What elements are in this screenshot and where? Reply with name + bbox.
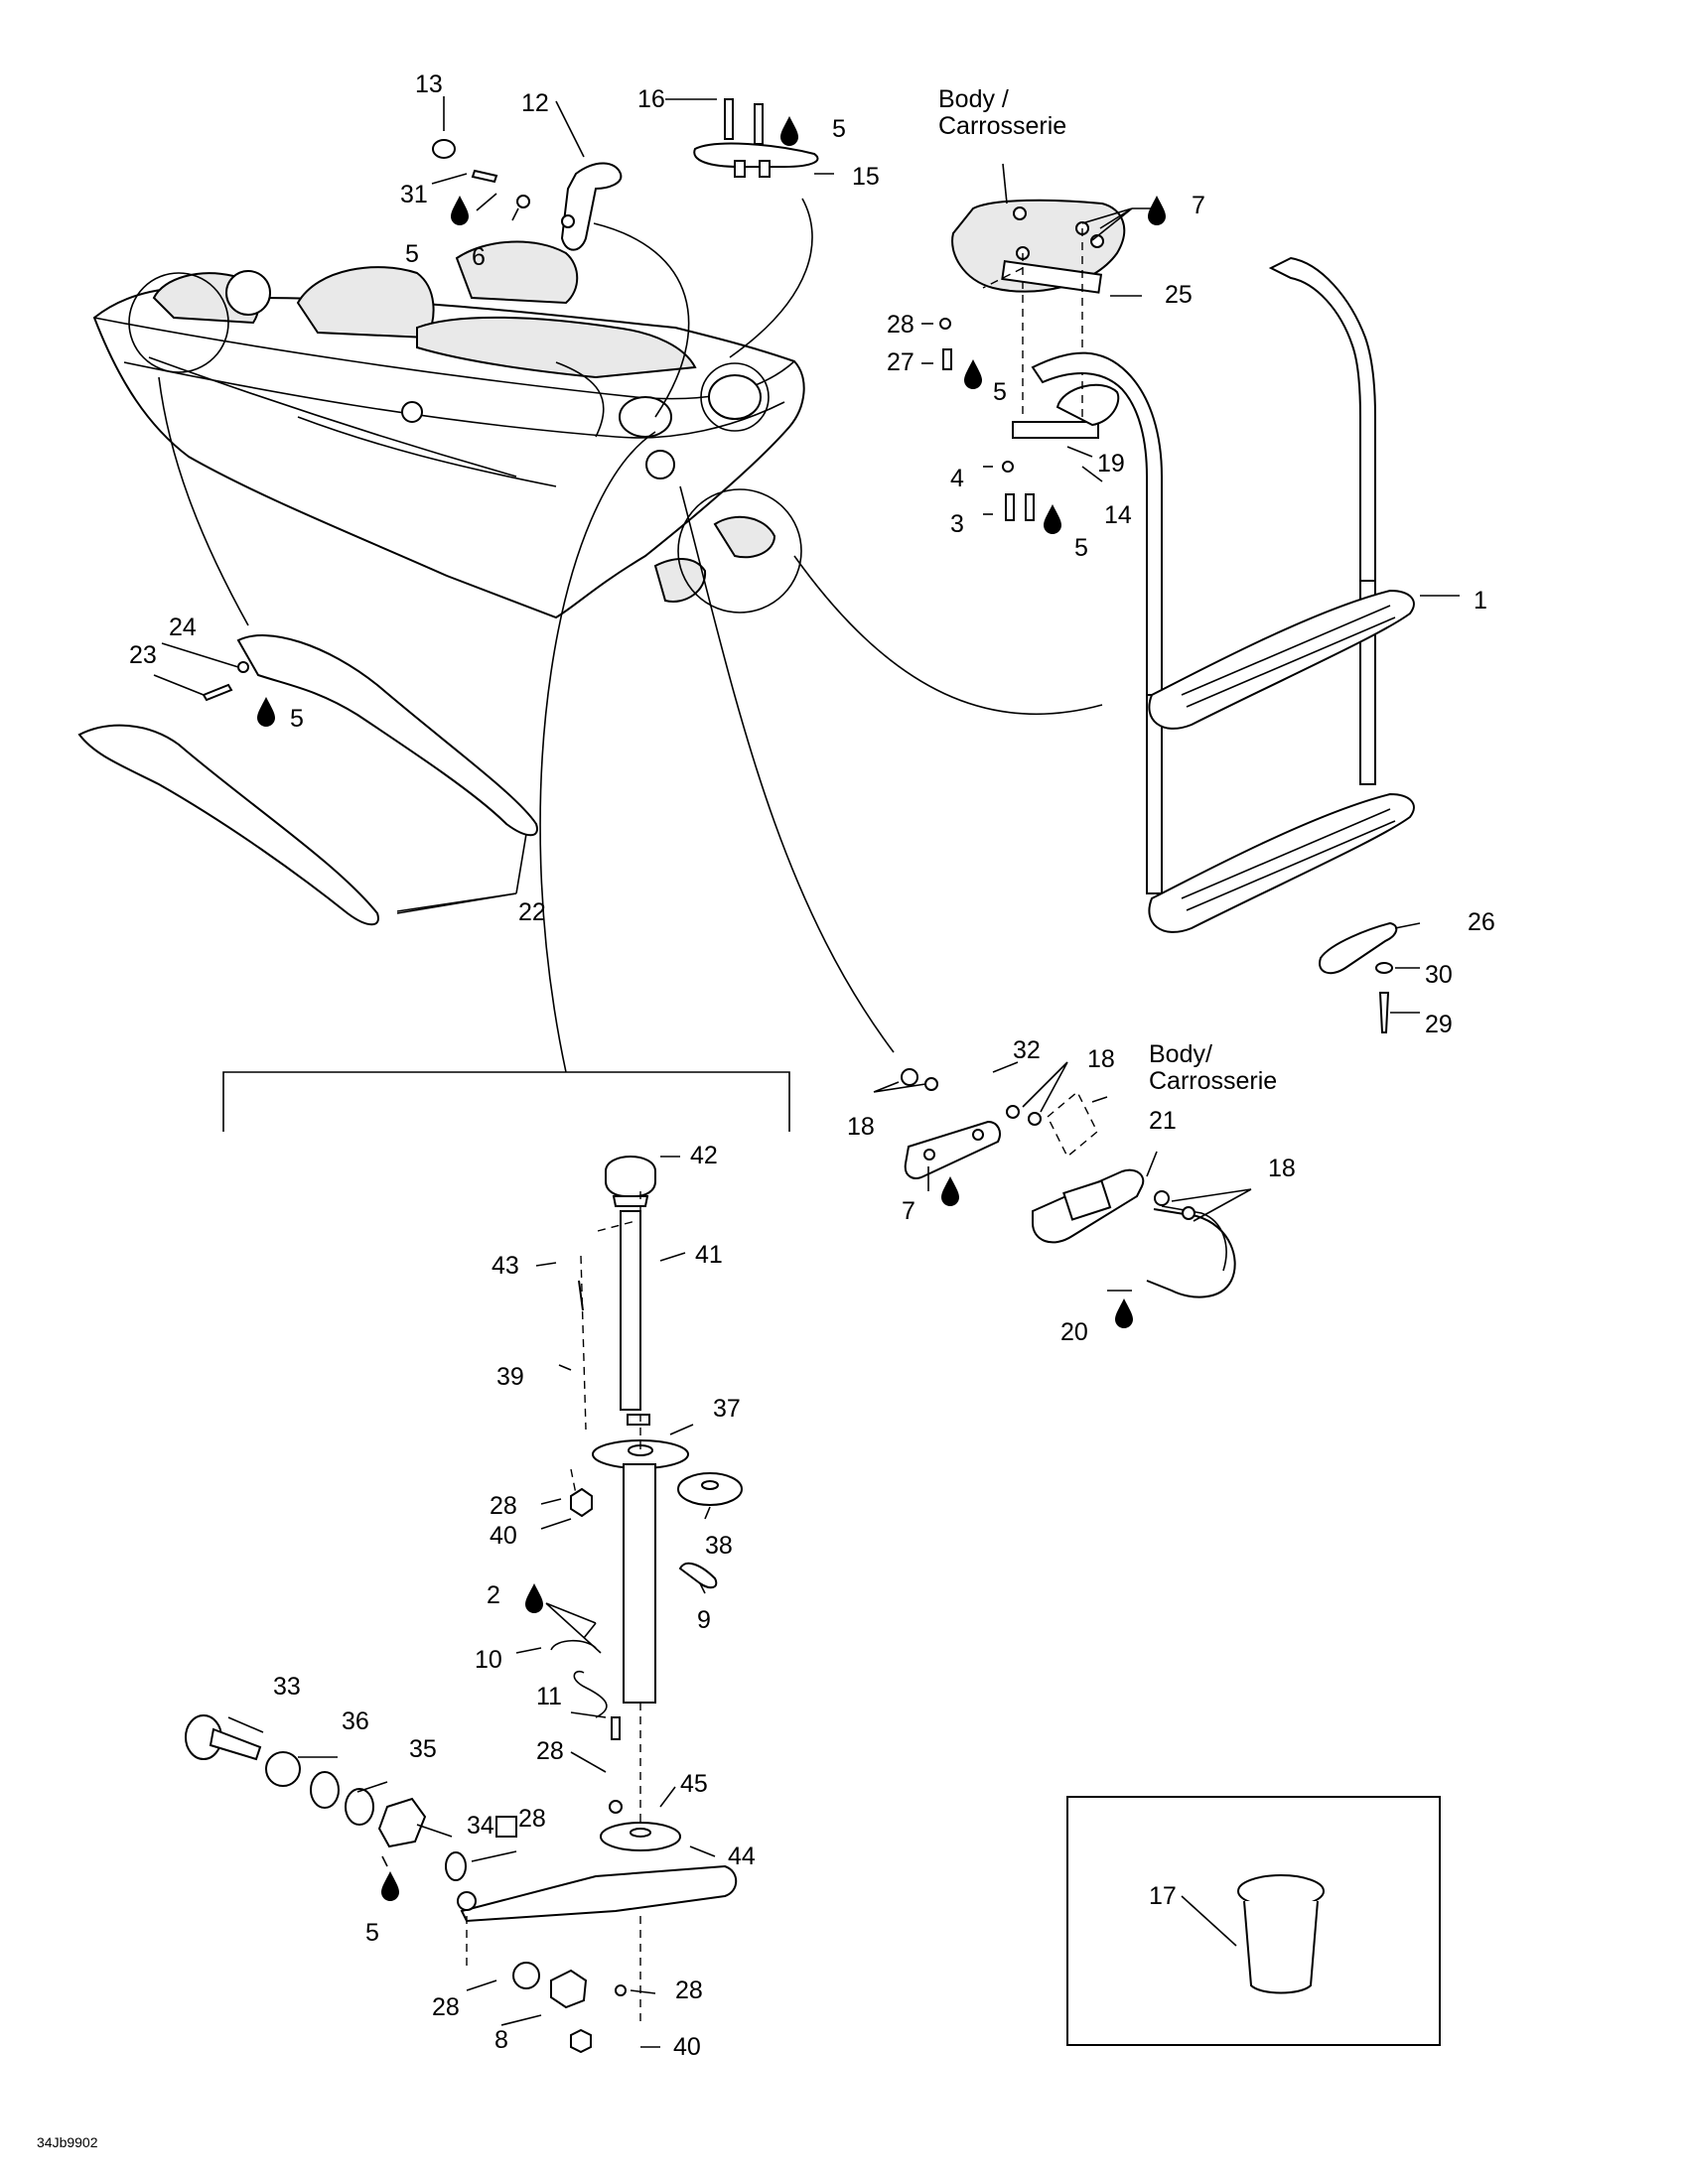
callout-15: 15 — [852, 163, 880, 191]
callout-26: 26 — [1468, 908, 1495, 936]
callout-7-a: 7 — [1192, 192, 1205, 219]
callout-16: 16 — [637, 85, 665, 113]
callout-5-d: 5 — [1074, 534, 1088, 562]
callout-17: 17 — [1149, 1882, 1177, 1910]
callout-4: 4 — [950, 465, 964, 492]
lubricant-drop-icons — [257, 116, 1166, 1901]
callout-5-b: 5 — [405, 240, 419, 268]
figure-reference: 34Jb9902 — [37, 2134, 98, 2150]
inset-box — [1066, 1796, 1441, 2046]
callout-23: 23 — [129, 641, 157, 669]
callout-6: 6 — [472, 243, 486, 271]
callout-18-a: 18 — [847, 1113, 875, 1141]
callout-3: 3 — [950, 510, 964, 538]
callout-43: 43 — [492, 1252, 519, 1280]
post-assembly — [185, 1071, 790, 2054]
tow-bracket-assembly — [873, 1061, 1252, 1298]
body2-label-line2: Carrosserie — [1149, 1067, 1277, 1095]
callout-35: 35 — [409, 1735, 437, 1763]
callout-41: 41 — [695, 1241, 723, 1269]
body2-label-line1: Body/ — [1149, 1040, 1212, 1068]
callout-28-f: 28 — [675, 1977, 703, 2004]
callout-32: 32 — [1013, 1036, 1041, 1064]
callout-21: 21 — [1149, 1107, 1177, 1135]
callout-18-b: 18 — [1087, 1045, 1115, 1073]
ladder-mount-assembly — [921, 163, 1157, 521]
callout-2: 2 — [487, 1581, 500, 1609]
callout-30: 30 — [1425, 961, 1453, 989]
callout-40-b: 40 — [673, 2033, 701, 2061]
callout-5-c: 5 — [993, 378, 1007, 406]
callout-5-f: 5 — [365, 1919, 379, 1947]
callout-27: 27 — [887, 348, 914, 376]
callout-1: 1 — [1474, 587, 1487, 614]
callout-44: 44 — [728, 1843, 756, 1870]
callout-28-d: 28 — [518, 1805, 546, 1833]
callout-31: 31 — [400, 181, 428, 208]
callout-22: 22 — [518, 898, 546, 926]
callout-5-a: 5 — [832, 115, 846, 143]
callout-14: 14 — [1104, 501, 1132, 529]
callout-33: 33 — [273, 1673, 301, 1701]
callout-19: 19 — [1097, 450, 1125, 478]
callout-28-c: 28 — [536, 1737, 564, 1765]
handle-part-12 — [431, 96, 623, 251]
boat-illustration — [92, 240, 805, 619]
callout-45: 45 — [680, 1770, 708, 1798]
callout-13: 13 — [415, 70, 443, 98]
callout-42: 42 — [690, 1142, 718, 1169]
cleat-part-15 — [665, 98, 834, 178]
callout-38: 38 — [705, 1532, 733, 1560]
callout-12: 12 — [521, 89, 549, 117]
reference-arrows — [158, 198, 1103, 1073]
callout-18-c: 18 — [1268, 1155, 1296, 1182]
callout-28-a: 28 — [887, 311, 914, 339]
body-label-line1: Body / — [938, 85, 1009, 113]
callout-9: 9 — [697, 1606, 711, 1634]
grab-handle-part-22 — [77, 634, 538, 926]
callout-37: 37 — [713, 1395, 741, 1423]
callout-28-e: 28 — [432, 1993, 460, 2021]
callout-11: 11 — [536, 1683, 562, 1710]
callout-29: 29 — [1425, 1011, 1453, 1038]
callout-36: 36 — [342, 1707, 369, 1735]
callout-34: 34 — [467, 1812, 494, 1840]
callout-5-e: 5 — [290, 705, 304, 733]
callout-28-b: 28 — [490, 1492, 517, 1520]
callout-40-a: 40 — [490, 1522, 517, 1550]
body-label-line2: Carrosserie — [938, 112, 1066, 140]
callout-20: 20 — [1060, 1318, 1088, 1346]
ladder-part-1 — [1031, 256, 1460, 933]
callout-25: 25 — [1165, 281, 1193, 309]
callout-10: 10 — [475, 1646, 502, 1674]
callout-7-b: 7 — [902, 1197, 915, 1225]
callout-8: 8 — [494, 2026, 508, 2054]
callout-39: 39 — [496, 1363, 524, 1391]
bracket-part-26 — [1319, 921, 1421, 1033]
callout-24: 24 — [169, 614, 197, 641]
text-labels: Body / Carrosserie Body/ Carrosserie 34J… — [37, 70, 1495, 2150]
